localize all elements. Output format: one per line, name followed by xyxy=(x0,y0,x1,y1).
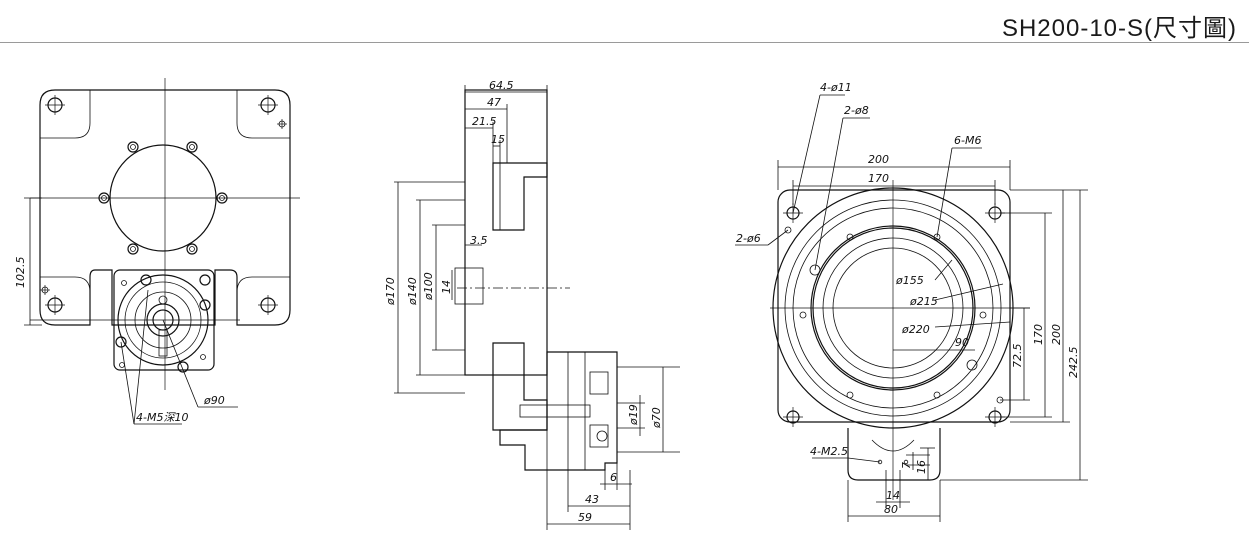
front-plate-outline xyxy=(39,89,291,326)
dim-side-d170: ø170 xyxy=(384,277,397,306)
dim-side-35: 3.5 xyxy=(470,234,488,247)
dim-top-7: 7 xyxy=(900,462,913,469)
dim-top-14b: 14 xyxy=(886,489,900,502)
dim-top-2d6: 2-ø6 xyxy=(736,232,761,245)
dim-side-d70: ø70 xyxy=(650,407,663,429)
dim-top-d215: ø215 xyxy=(909,295,938,308)
dim-side-59: 59 xyxy=(578,511,592,524)
dim-top-170h: 170 xyxy=(1032,324,1045,345)
front-view: 102.5 ø90 4-M5深10 xyxy=(14,78,300,425)
dim-front-bore: ø90 xyxy=(203,394,225,407)
side-main-body xyxy=(464,89,548,376)
dim-top-2d8: 2-ø8 xyxy=(844,104,869,117)
dim-top-4d11: 4-ø11 xyxy=(820,81,852,94)
dim-side-15: 15 xyxy=(491,133,505,146)
dim-side-645: 64.5 xyxy=(489,79,514,92)
dim-top-725: 72.5 xyxy=(1011,344,1024,369)
top-bottom-tab xyxy=(847,428,941,481)
page-title: SH200-10-S(尺寸圖) xyxy=(1001,15,1237,42)
dim-side-6: 6 xyxy=(610,471,617,484)
dim-front-tap: 4-M5深10 xyxy=(136,411,188,424)
dim-side-47: 47 xyxy=(487,96,501,109)
dim-top-4m25: 4-M2.5 xyxy=(810,445,848,458)
dim-top-200w: 200 xyxy=(868,153,889,166)
dim-side-d100: ø100 xyxy=(422,272,435,301)
dim-side-14: 14 xyxy=(440,280,453,294)
dim-top-80: 80 xyxy=(884,503,898,516)
dim-front-height: 102.5 xyxy=(14,257,27,289)
dim-top-170w: 170 xyxy=(868,172,889,185)
dim-top-6m6: 6-M6 xyxy=(954,134,981,147)
side-view: 64.5 47 21.5 15 3.5 14 ø170 ø140 ø100 ø xyxy=(384,79,680,530)
dim-side-215: 21.5 xyxy=(472,115,497,128)
dim-side-d19: ø19 xyxy=(627,404,640,426)
front-corner-holes xyxy=(40,95,287,315)
header-divider xyxy=(0,42,1249,43)
side-output-block xyxy=(499,351,618,471)
dim-top-90: 90 xyxy=(955,336,969,349)
dim-top-2425: 242.5 xyxy=(1067,347,1080,379)
dim-side-d140: ø140 xyxy=(406,277,419,306)
dim-top-16: 16 xyxy=(915,460,928,474)
dim-top-200h: 200 xyxy=(1050,324,1063,345)
top-view: 4-ø11 2-ø8 6-M6 2-ø6 200 170 ø155 ø215 ø… xyxy=(735,81,1088,522)
top-square-plate xyxy=(777,189,1011,423)
dim-top-d220: ø220 xyxy=(901,323,930,336)
top-corner-holes xyxy=(783,203,1005,427)
dim-side-43: 43 xyxy=(585,493,599,506)
dim-top-d155: ø155 xyxy=(895,274,924,287)
front-motor-bolts xyxy=(98,141,228,255)
